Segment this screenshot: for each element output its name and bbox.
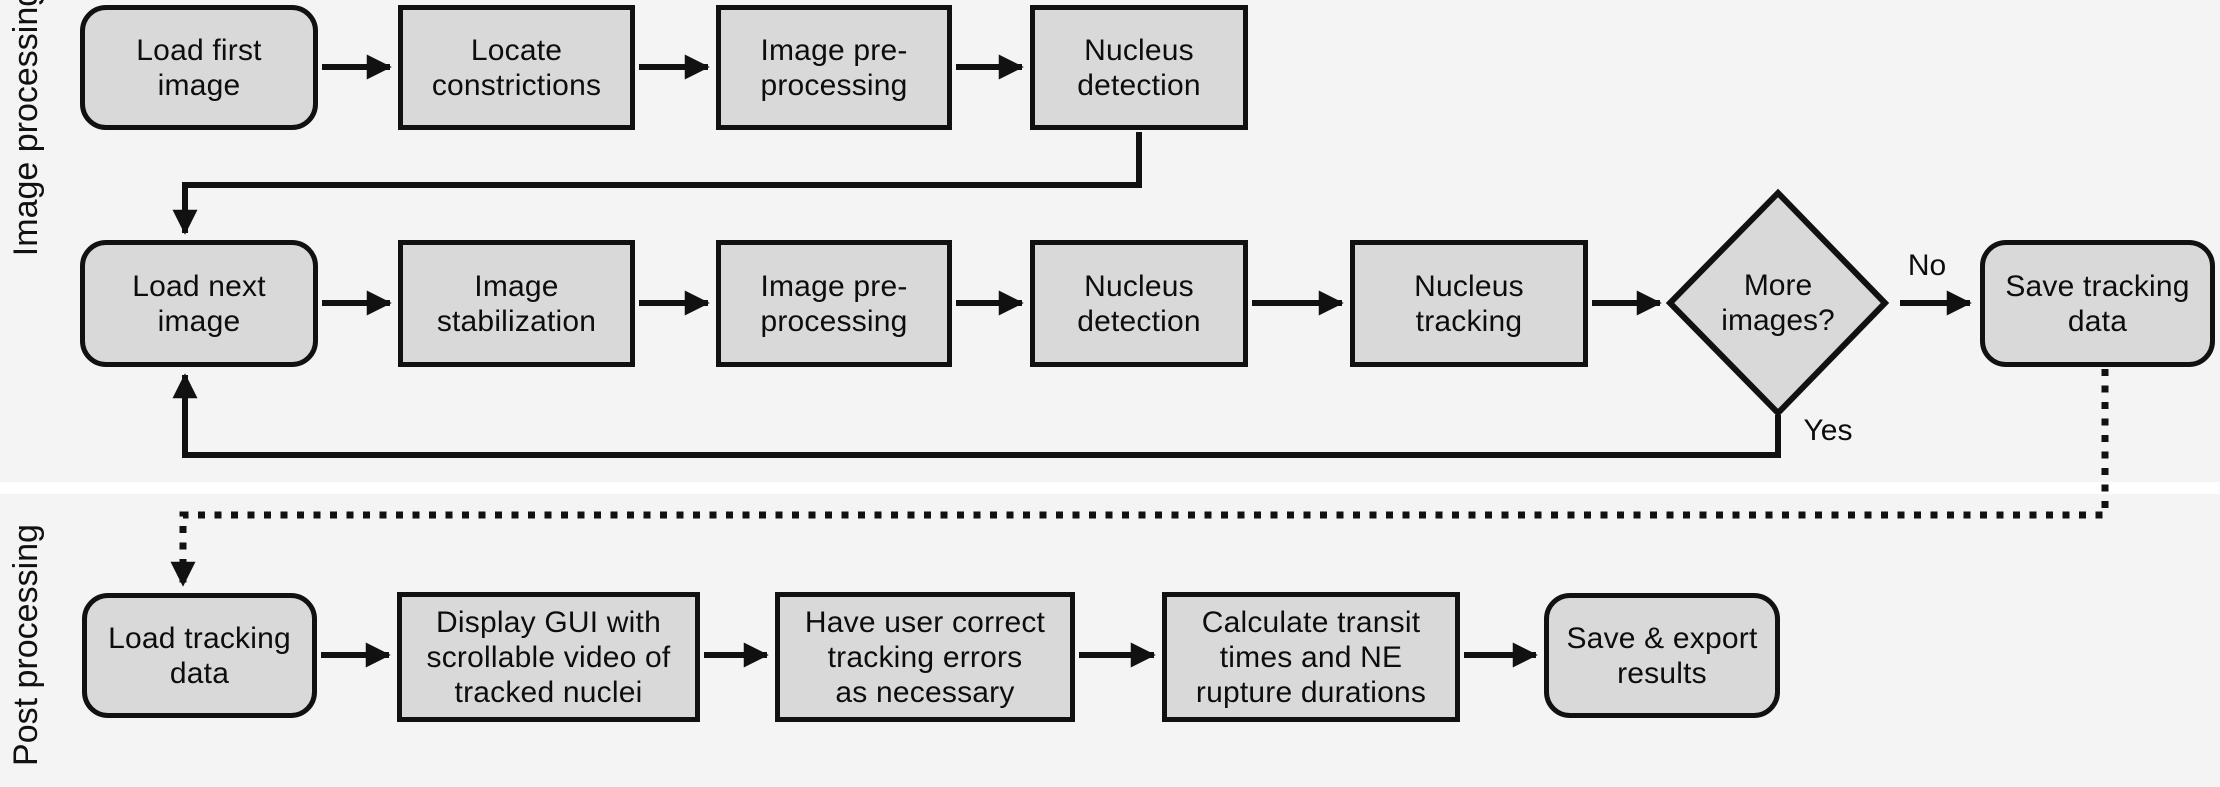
node-save-export: Save & export results — [1544, 593, 1780, 718]
arrow-decision-yes-loop — [172, 373, 1781, 458]
decision-diamond-shape — [1665, 188, 1890, 418]
node-load-tracking-data: Load tracking data — [82, 593, 317, 718]
arrow-detect1-to-load-next — [172, 132, 1142, 235]
node-calculate-transit: Calculate transit times and NE rupture d… — [1162, 592, 1460, 722]
decision-more-images: More images? — [1721, 269, 1835, 337]
node-load-next-image: Load next image — [80, 240, 318, 367]
node-load-first-image: Load first image — [80, 5, 318, 130]
section-label-image-processing: Image processing — [6, 0, 45, 257]
node-locate-constrictions: Locate constrictions — [398, 5, 635, 130]
node-display-gui: Display GUI with scrollable video of tra… — [397, 592, 700, 722]
node-image-stabilization: Image stabilization — [398, 240, 635, 367]
node-correct-errors: Have user correct tracking errors as nec… — [775, 592, 1075, 722]
node-image-preprocessing-1: Image pre- processing — [716, 5, 952, 130]
node-nucleus-detection-2: Nucleus detection — [1030, 240, 1248, 367]
section-label-post-processing: Post processing — [6, 524, 45, 766]
edge-label-no: No — [1907, 249, 1947, 282]
edge-label-yes: Yes — [1803, 414, 1853, 447]
node-image-preprocessing-2: Image pre- processing — [716, 240, 952, 367]
arrow-dotted-save-to-load-tracking — [170, 369, 2109, 587]
node-nucleus-detection-1: Nucleus detection — [1030, 5, 1248, 130]
section-divider — [0, 482, 2220, 494]
node-save-tracking-data: Save tracking data — [1980, 240, 2215, 367]
node-nucleus-tracking: Nucleus tracking — [1350, 240, 1588, 367]
